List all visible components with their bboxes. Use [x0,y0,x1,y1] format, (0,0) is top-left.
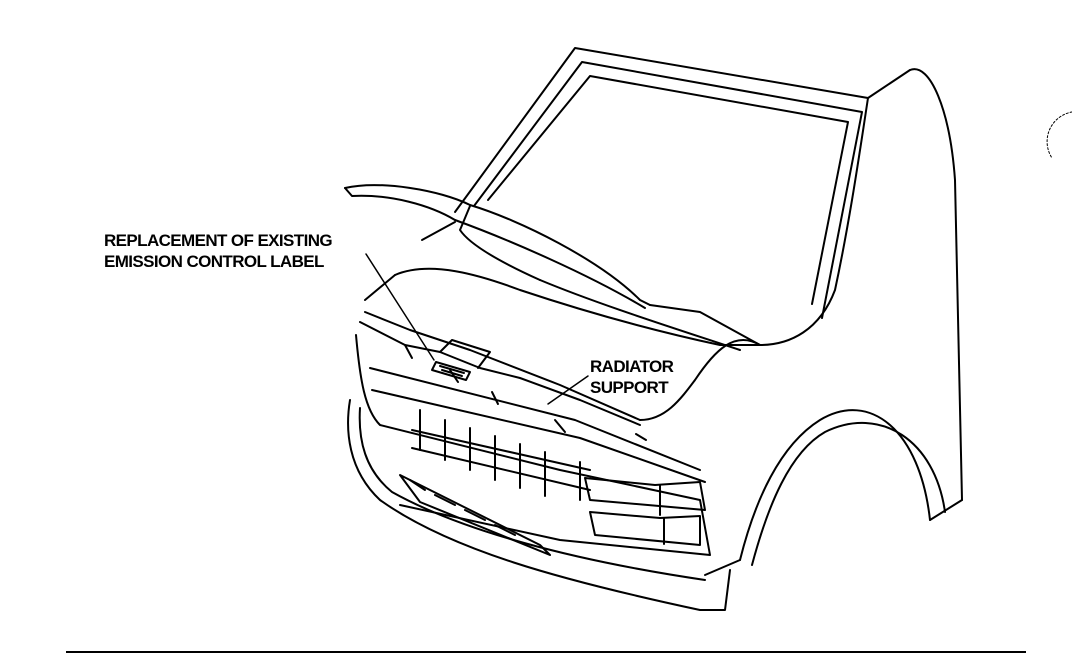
callout-emission-control-label: REPLACEMENT OF EXISTING EMISSION CONTROL… [104,230,333,272]
leader-line-emission [365,253,435,361]
callout-radiator-support: RADIATOR SUPPORT [590,356,674,398]
front-bumper [347,399,731,611]
page-edge-circle [1046,111,1072,159]
open-hood [344,184,761,351]
callout-emission-line2: EMISSION CONTROL LABEL [104,252,324,271]
body-side [704,68,963,576]
grille [355,334,711,556]
windshield [454,47,911,319]
page-divider [66,651,1026,653]
emission-label-plate-icon [431,361,471,381]
callout-radiator-line2: SUPPORT [590,378,669,397]
leader-line-radiator [547,375,589,405]
callout-radiator-line1: RADIATOR [590,357,674,376]
radiator-support [359,267,761,441]
callout-emission-line1: REPLACEMENT OF EXISTING [104,231,333,250]
headlamps [584,477,706,546]
